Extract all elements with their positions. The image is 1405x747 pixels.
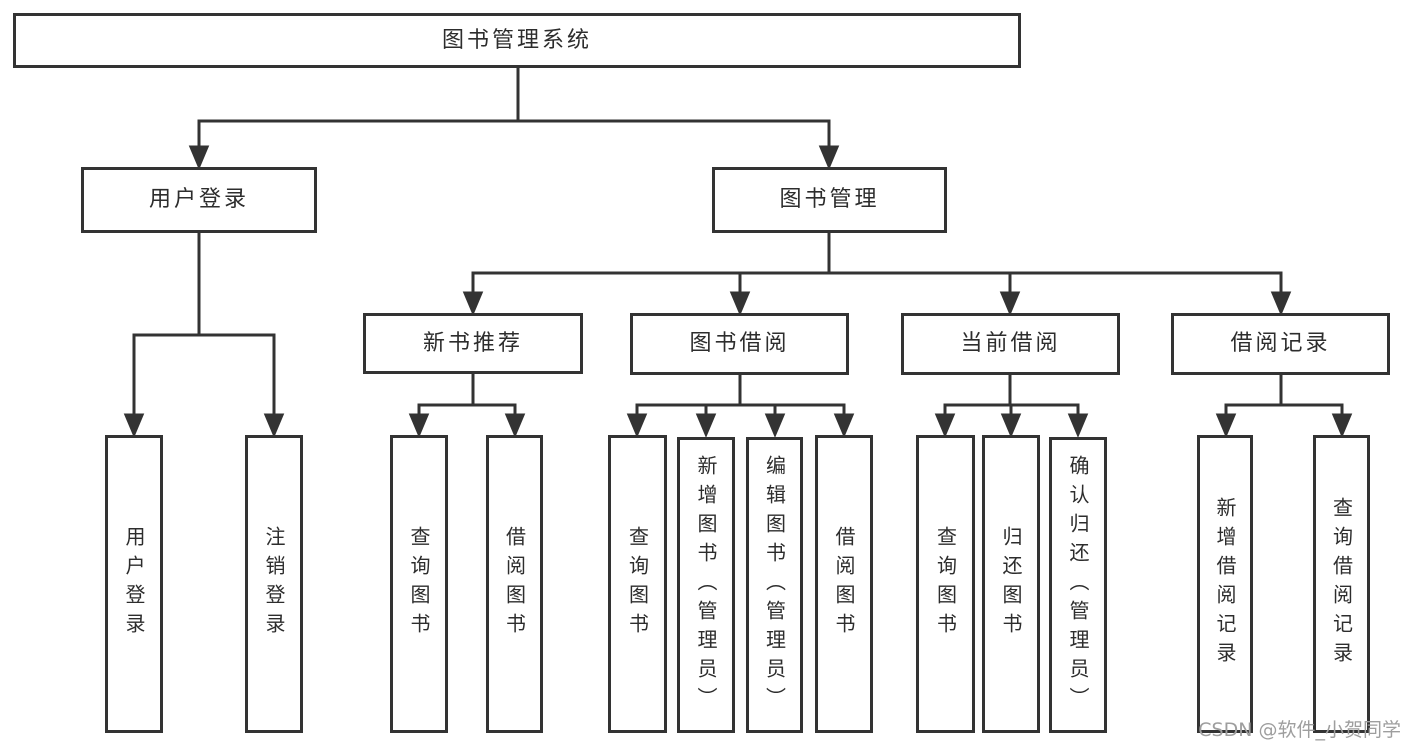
arrowhead [999, 291, 1021, 316]
leaf-logout-login: 注销登录 [245, 435, 303, 733]
arrowhead [695, 413, 717, 438]
arrowhead [1067, 413, 1089, 438]
node-book-borrowing: 图书借阅 [630, 313, 849, 375]
leaf-cb-confirm-return-admin: 确认归还（管理员） [1049, 437, 1107, 733]
arrowhead [934, 413, 956, 438]
arrowhead [729, 291, 751, 316]
arrowhead [462, 291, 484, 316]
arrowhead [1215, 413, 1237, 438]
leaf-br-query-borrow-record: 查询借阅记录 [1313, 435, 1370, 733]
leaf-br-add-borrow-record: 新增借阅记录 [1197, 435, 1253, 733]
arrowhead [626, 413, 648, 438]
node-current-borrowing: 当前借阅 [901, 313, 1120, 375]
leaf-bb-edit-books-admin: 编辑图书（管理员） [746, 437, 803, 733]
arrowhead [1331, 413, 1353, 438]
arrowhead [504, 413, 526, 438]
arrowhead [1270, 291, 1292, 316]
arrowhead [123, 413, 145, 438]
leaf-bb-add-books-admin: 新增图书（管理员） [677, 437, 735, 733]
leaf-cb-query-books: 查询图书 [916, 435, 975, 733]
arrowhead [818, 145, 840, 170]
leaf-cb-return-books: 归还图书 [982, 435, 1040, 733]
leaf-rec-borrow-books: 借阅图书 [486, 435, 543, 733]
arrowhead [764, 413, 786, 438]
leaf-bb-borrow-books: 借阅图书 [815, 435, 873, 733]
leaf-bb-query-books: 查询图书 [608, 435, 667, 733]
arrowhead [408, 413, 430, 438]
csdn-watermark: CSDN @软件_小贺同学 [1198, 719, 1401, 741]
leaf-user-login: 用户登录 [105, 435, 163, 733]
arrowhead [188, 145, 210, 170]
arrowhead [833, 413, 855, 438]
node-book-management: 图书管理 [712, 167, 947, 233]
node-user-login: 用户登录 [81, 167, 317, 233]
arrowhead [263, 413, 285, 438]
node-library-management-system: 图书管理系统 [13, 13, 1021, 68]
arrowhead [1000, 413, 1022, 438]
node-new-book-recommend: 新书推荐 [363, 313, 583, 374]
node-borrowing-records: 借阅记录 [1171, 313, 1390, 375]
leaf-rec-query-books: 查询图书 [390, 435, 448, 733]
